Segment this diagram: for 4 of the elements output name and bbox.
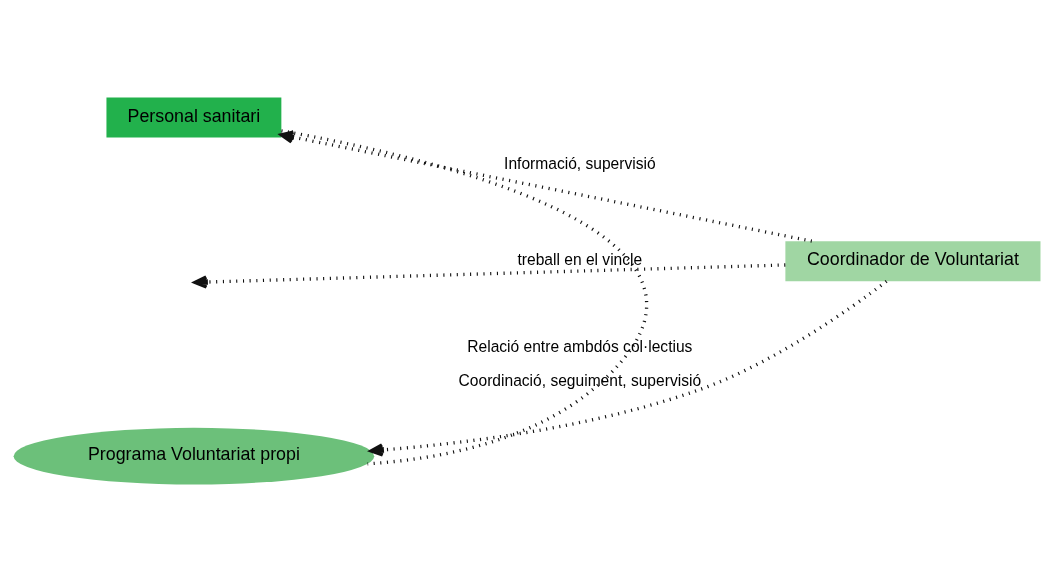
edge-label: treball en el vincle	[517, 250, 643, 268]
edge-label: Relació entre ambdós col·lectius	[467, 338, 693, 356]
edge-label: Informació, supervisió	[504, 154, 656, 172]
edge-label: Coordinació, seguiment, supervisió	[458, 372, 702, 390]
